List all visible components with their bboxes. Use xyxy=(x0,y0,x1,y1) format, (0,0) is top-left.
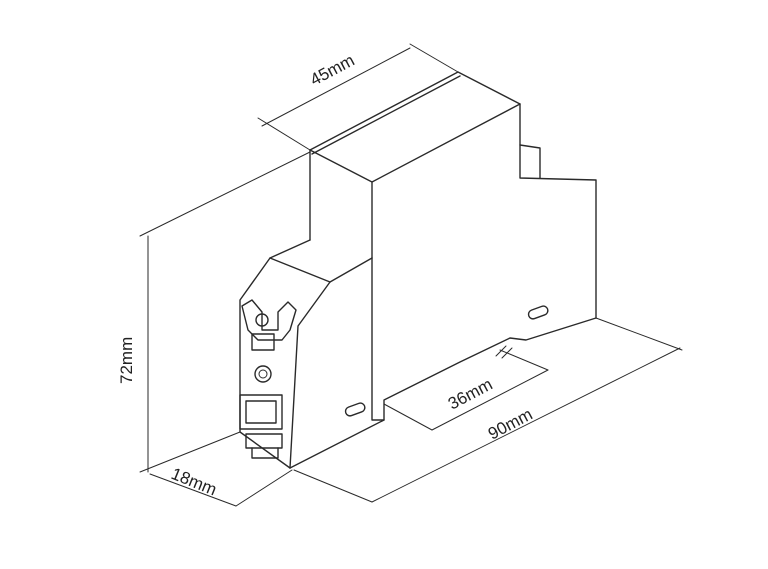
rj-port xyxy=(239,394,283,430)
front-face-details xyxy=(239,299,297,459)
dimension-lines xyxy=(139,43,683,507)
dim-18-line xyxy=(149,473,237,507)
top-block-front xyxy=(309,149,373,259)
top-edge-bevel xyxy=(311,75,461,155)
dim-18-ext xyxy=(235,469,293,507)
side-slot-right xyxy=(527,305,549,320)
dim-45-ext-left xyxy=(257,117,311,151)
dim-45-line xyxy=(261,47,411,127)
bottom-connector xyxy=(245,433,283,449)
top-block-top xyxy=(309,71,521,183)
label-36mm: 36mm xyxy=(445,375,496,414)
rear-step xyxy=(519,144,541,179)
label-90mm: 90mm xyxy=(485,405,536,444)
dim-72-ext-bottom xyxy=(139,431,241,473)
side-lower-edge xyxy=(371,257,597,421)
bottom-edge xyxy=(289,419,385,469)
dim-36-ext-left xyxy=(383,403,433,431)
side-slot-left xyxy=(344,402,366,417)
front-face-edge xyxy=(289,281,331,469)
label-18mm: 18mm xyxy=(169,464,220,499)
terminal-block xyxy=(251,333,275,351)
front-shoulder xyxy=(269,257,373,283)
screw-head-icon xyxy=(255,313,269,327)
rj-port-inner xyxy=(245,400,277,424)
dim-90-ext-left xyxy=(293,469,373,503)
front-profile xyxy=(239,239,311,469)
bottom-clip xyxy=(251,447,279,459)
dim-90-line xyxy=(371,347,681,503)
terminal-clamp xyxy=(241,299,297,341)
label-45mm: 45mm xyxy=(307,51,358,90)
led-indicator-icon xyxy=(254,365,272,383)
dim-90-ext-right xyxy=(595,317,683,351)
dim-36-line xyxy=(431,369,549,431)
dim-72-ext-top xyxy=(139,151,311,237)
led-inner-icon xyxy=(258,369,268,379)
device-housing xyxy=(239,71,597,469)
label-72mm: 72mm xyxy=(117,337,136,384)
dim-36-ext-right xyxy=(499,349,549,371)
top-block-side xyxy=(519,103,597,319)
dim-45-ext-right xyxy=(409,43,459,73)
rail-notch-icon xyxy=(495,345,513,359)
